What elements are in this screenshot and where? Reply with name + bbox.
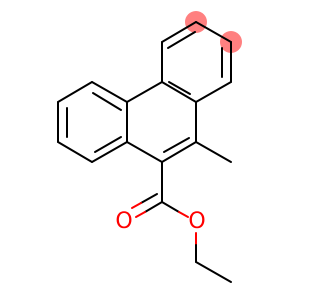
bond <box>126 141 163 163</box>
bond <box>161 141 197 163</box>
bond <box>168 81 191 95</box>
molecule-structure: O O <box>57 11 242 283</box>
bond <box>91 141 128 163</box>
bond <box>57 141 93 163</box>
bond <box>195 141 232 163</box>
bond <box>92 92 122 111</box>
bond <box>91 81 128 103</box>
bond <box>195 261 232 283</box>
bond <box>178 211 189 218</box>
bond <box>140 193 158 204</box>
bond <box>57 81 93 103</box>
bond <box>195 81 232 103</box>
bond <box>195 21 232 43</box>
bond <box>94 136 122 153</box>
bond <box>131 202 142 209</box>
bond <box>161 21 197 43</box>
bond <box>161 201 180 213</box>
bond <box>144 201 163 213</box>
bond <box>126 81 163 103</box>
bond <box>161 81 197 103</box>
oxygen-atom-label: O <box>188 209 205 234</box>
bond <box>163 137 190 153</box>
structure-canvas: O O <box>57 11 242 283</box>
bond <box>135 211 146 218</box>
bond <box>167 31 196 49</box>
oxygen-atom-label: O <box>115 209 132 234</box>
